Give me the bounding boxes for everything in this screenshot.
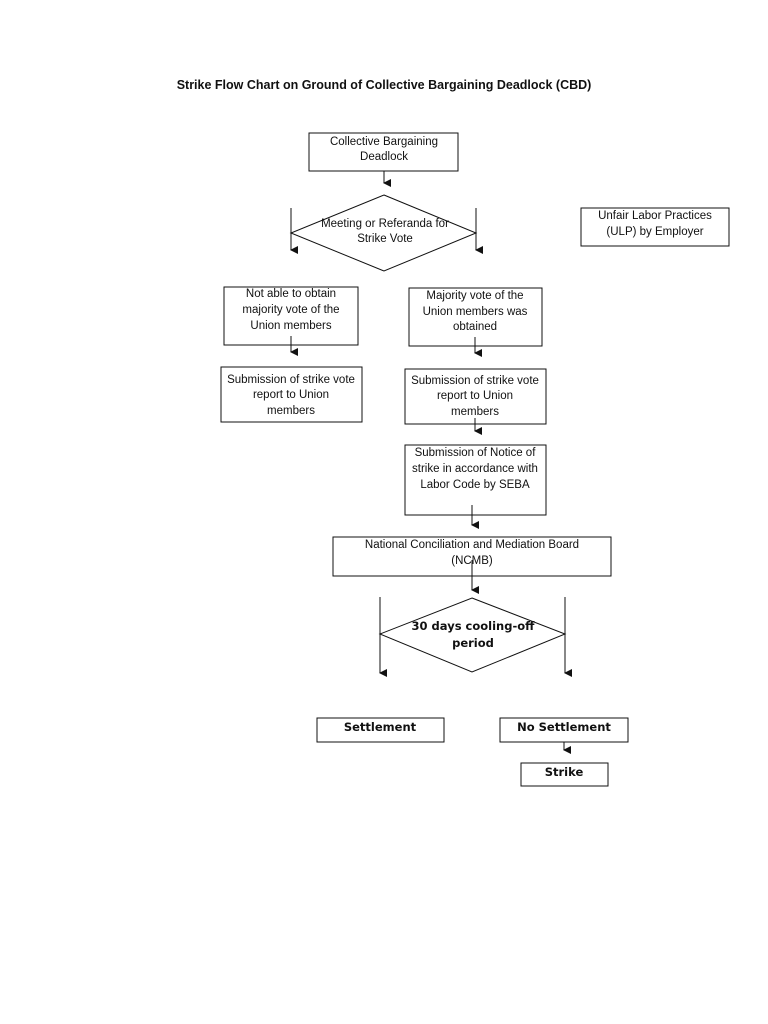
cbd-line-2: Deadlock	[360, 151, 408, 163]
cbd-box: Collective Bargaining Deadlock	[308, 132, 459, 172]
notice-line-1: Submission of Notice of	[415, 447, 537, 459]
strike-label: Strike	[545, 765, 584, 779]
majority-box: Majority vote of the Union members was o…	[408, 287, 543, 347]
submission-right-line-2: report to Union	[437, 390, 513, 402]
not-able-box: Not able to obtain majority vote of the …	[223, 286, 359, 346]
meeting-decision-diamond: Meeting or Referanda for Strike Vote	[289, 194, 478, 272]
settlement-label: Settlement	[344, 720, 417, 734]
submission-right-line-3: members	[451, 406, 499, 418]
submission-left-line-1: Submission of strike vote	[227, 374, 355, 386]
no-settlement-label: No Settlement	[517, 720, 611, 734]
ulp-line-1: Unfair Labor Practices	[598, 210, 712, 222]
notice-line-2: strike in accordance with	[412, 463, 538, 475]
notice-box: Submission of Notice of strike in accord…	[404, 444, 547, 516]
meeting-line-2: Strike Vote	[357, 233, 413, 245]
submission-left-line-3: members	[267, 405, 315, 417]
not-able-line-1: Not able to obtain	[246, 288, 336, 300]
majority-line-2: Union members was	[423, 306, 528, 318]
no-settlement-box: No Settlement	[499, 717, 629, 743]
meeting-line-1: Meeting or Referanda for	[321, 218, 449, 230]
cbd-line-1: Collective Bargaining	[330, 136, 438, 148]
ulp-box: Unfair Labor Practices (ULP) by Employer	[580, 207, 730, 247]
cooling-line-1: 30 days cooling-off	[412, 619, 536, 633]
cooling-line-2: period	[452, 636, 494, 650]
settlement-box: Settlement	[316, 717, 445, 743]
ncmb-line-1: National Conciliation and Mediation Boar…	[365, 539, 579, 551]
chart-title: Strike Flow Chart on Ground of Collectiv…	[176, 78, 592, 92]
majority-line-3: obtained	[453, 321, 497, 333]
ncmb-box: National Conciliation and Mediation Boar…	[332, 536, 612, 577]
submission-right-box: Submission of strike vote report to Unio…	[404, 368, 547, 425]
strike-box: Strike	[520, 762, 609, 787]
cooling-off-diamond: 30 days cooling-off period	[378, 597, 567, 673]
not-able-line-2: majority vote of the	[242, 304, 339, 316]
submission-right-line-1: Submission of strike vote	[411, 375, 539, 387]
majority-line-1: Majority vote of the	[426, 290, 523, 302]
ulp-line-2: (ULP) by Employer	[606, 226, 703, 238]
submission-left-box: Submission of strike vote report to Unio…	[220, 366, 363, 423]
not-able-line-3: Union members	[250, 320, 331, 332]
notice-line-3: Labor Code by SEBA	[420, 479, 530, 491]
submission-left-line-2: report to Union	[253, 389, 329, 401]
